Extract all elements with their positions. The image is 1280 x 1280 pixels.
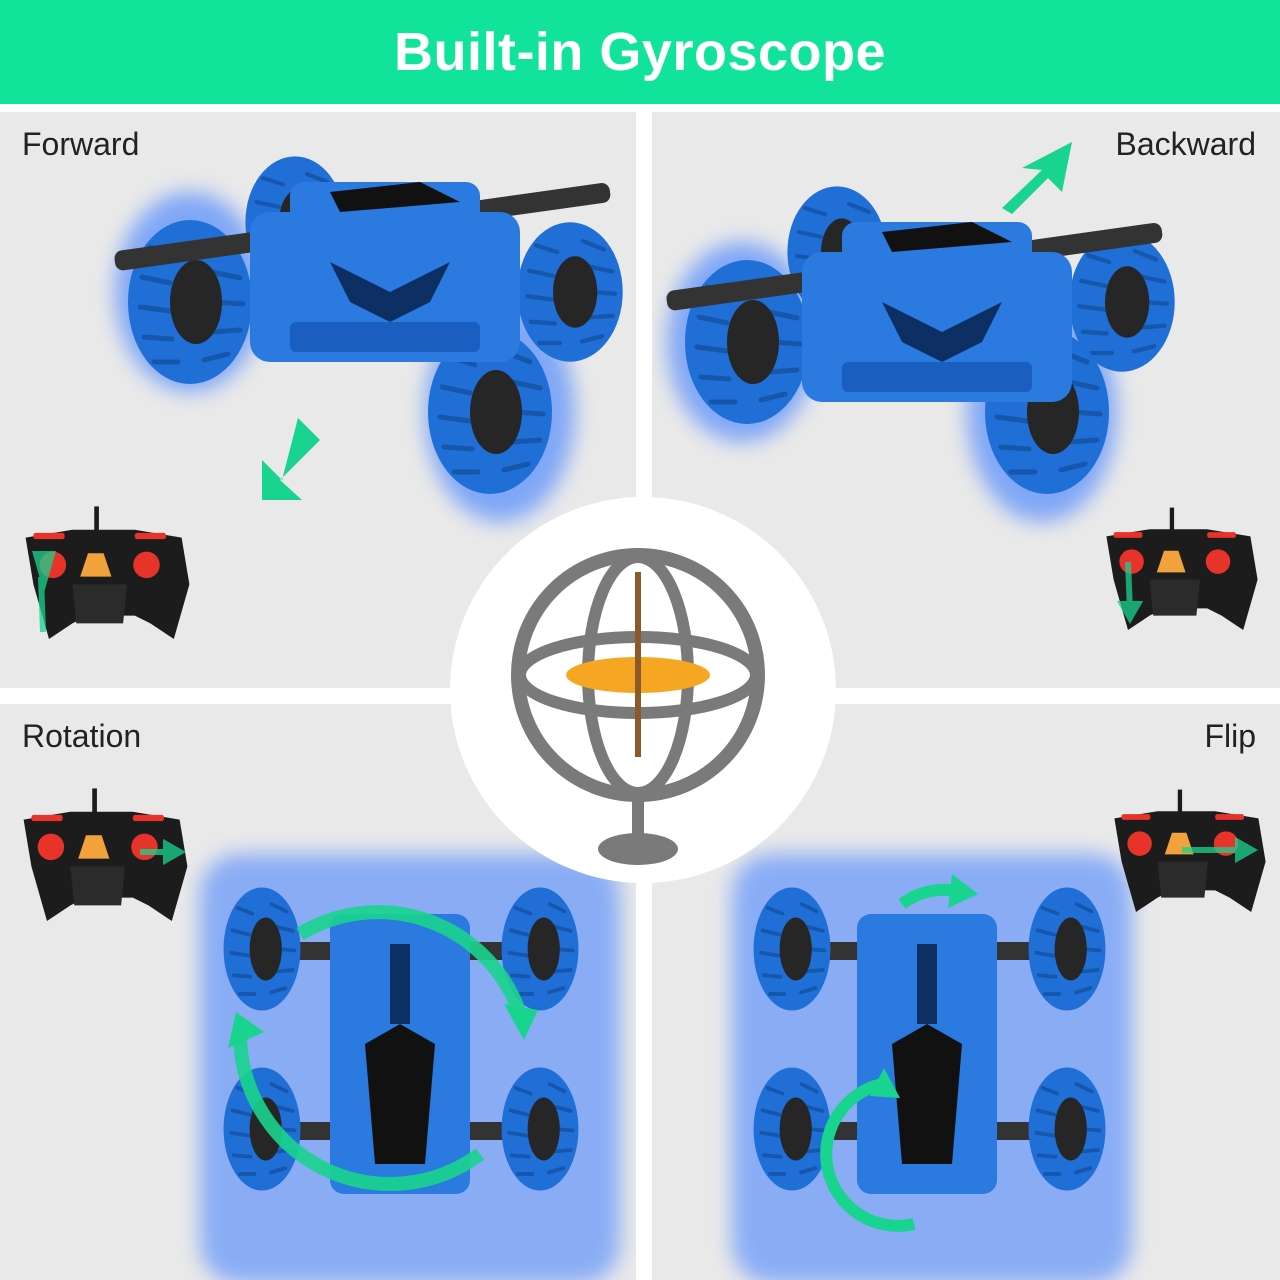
forward-car-image [113,112,636,522]
label-rotation: Rotation [22,718,142,754]
label-forward: Forward [22,126,140,162]
gyroscope-icon [511,548,765,865]
panel-rotation: Rotation [0,704,636,1280]
remote-controller-icon [1114,789,1266,912]
direction-arrow-icon [262,418,320,500]
panel-flip: Flip [652,704,1280,1280]
label-backward: Backward [1115,126,1257,162]
panel-forward: Forward [0,112,636,688]
title-banner: Built-in Gyroscope [0,0,1280,104]
direction-arrow-icon [820,874,978,1232]
rotation-car-image [200,854,620,1280]
gyroscope-badge [450,497,836,883]
direction-arrow-icon [1002,142,1072,214]
label-flip: Flip [1204,718,1256,754]
direction-arrow-icon [228,905,538,1191]
remote-controller-icon [23,788,188,921]
backward-car-image [665,112,1280,522]
remote-controller-icon [25,506,190,639]
banner-title: Built-in Gyroscope [393,22,887,82]
remote-controller-icon [1106,507,1258,630]
